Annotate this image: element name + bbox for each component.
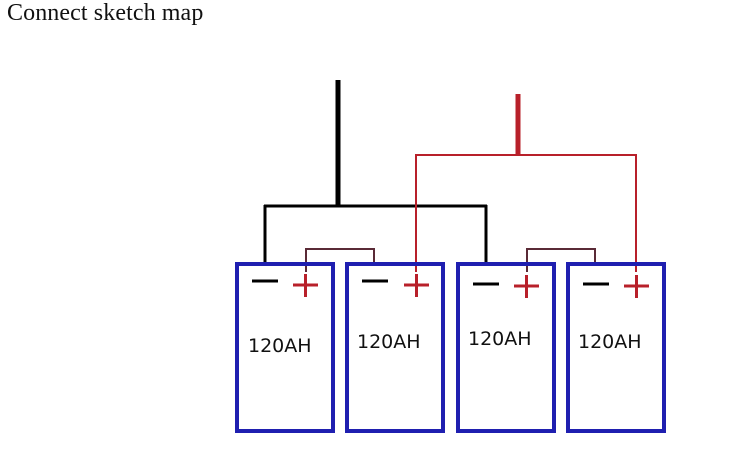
battery-2-capacity: 120AH	[357, 331, 421, 353]
battery-4-positive-sign	[624, 275, 649, 298]
battery-1-capacity: 120AH	[248, 335, 312, 357]
battery-3-positive-sign	[514, 275, 539, 298]
battery-3-outline	[456, 262, 556, 433]
battery-2-positive-sign	[404, 274, 429, 297]
series-link-3-4	[526, 248, 596, 272]
battery-1-outline	[235, 262, 335, 433]
battery-2: 120AH	[345, 262, 445, 433]
battery-3-capacity: 120AH	[468, 328, 532, 350]
diagram-title: Connect sketch map	[7, 0, 204, 26]
negative-bus	[263, 80, 488, 262]
battery-2-outline	[345, 262, 445, 433]
battery-4-capacity: 120AH	[578, 331, 642, 353]
battery-1-positive-sign	[293, 274, 318, 297]
battery-1: 120AH	[235, 262, 335, 433]
battery-4-outline	[566, 262, 666, 433]
series-link-1-2	[305, 248, 375, 272]
battery-4: 120AH	[566, 262, 666, 433]
series-links	[305, 248, 596, 272]
battery-3: 120AH	[456, 262, 556, 433]
positive-bus	[415, 94, 637, 272]
